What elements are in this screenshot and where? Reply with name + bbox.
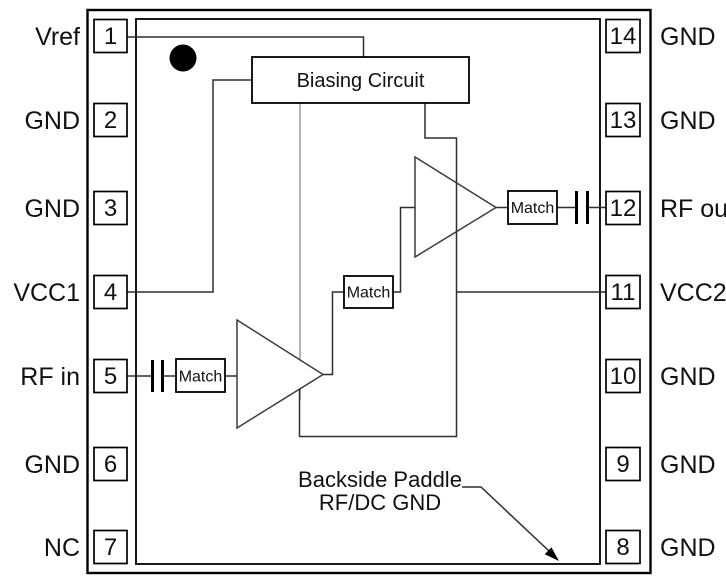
pin-label-vcc2: VCC2: [660, 279, 726, 307]
wire-vref-to-bias: [127, 36, 365, 57]
pin-box-8: [605, 529, 641, 565]
pin-label-gnd-6: GND: [24, 451, 80, 479]
pin-box-7: [93, 529, 128, 565]
input-coupling-capacitor: [151, 360, 164, 392]
output-match-block: [507, 190, 558, 225]
pin-number-6: 6: [104, 451, 117, 478]
wire-vcc1-to-bias: [127, 79, 252, 293]
pin-number-1: 1: [104, 23, 117, 50]
pin-box-9: [605, 446, 641, 482]
second-stage-amplifier: [414, 155, 498, 259]
pin-number-5: 5: [104, 363, 117, 390]
pin-box-14: [605, 18, 641, 54]
pin-number-4: 4: [104, 279, 117, 306]
pin-number-3: 3: [104, 195, 117, 222]
package-outline: [86, 8, 652, 575]
pin-label-gnd-14: GND: [660, 23, 716, 51]
input-match-label: Match: [179, 369, 223, 386]
pin-label-rf-out: RF out: [660, 195, 726, 223]
output-match-label: Match: [511, 200, 555, 217]
pin-number-12: 12: [610, 195, 637, 222]
pin-label-gnd-9: GND: [660, 451, 716, 479]
pin-number-13: 13: [610, 107, 637, 134]
pin-label-vcc1: VCC1: [13, 279, 80, 307]
interstage-match-label: Match: [347, 285, 391, 302]
pin-box-2: [93, 102, 128, 138]
pin-number-10: 10: [610, 363, 637, 390]
pin-number-11: 11: [611, 279, 636, 306]
pin-box-4: [93, 274, 128, 310]
pin-label-vref: Vref: [35, 23, 80, 51]
backside-paddle-annotation-line1: Backside Paddle: [298, 467, 462, 492]
annotation-leader-line: [462, 486, 550, 552]
input-match-block: [175, 358, 226, 393]
pin-label-gnd-8: GND: [660, 534, 716, 562]
pin-box-5: [93, 358, 128, 394]
backside-paddle-annotation-line2: RF/DC GND: [319, 490, 441, 515]
pin-label-gnd-2: GND: [24, 107, 80, 135]
pin-number-9: 9: [616, 451, 629, 478]
pin-box-11: [605, 274, 641, 310]
biasing-circuit-block: [251, 56, 470, 104]
wire-amp1-to-interstagematch: [323, 291, 344, 376]
pin1-indicator-dot: [169, 44, 197, 72]
pin-label-gnd-13: GND: [660, 107, 716, 135]
output-coupling-capacitor: [575, 191, 589, 224]
wire-bias-to-amp2-loop: [299, 103, 458, 438]
wire-interstagematch-to-amp2: [393, 206, 415, 293]
pin-number-2: 2: [104, 107, 117, 134]
pin-label-rf-in: RF in: [20, 363, 80, 391]
pin-box-12: [605, 190, 641, 226]
annotation-arrowhead: [544, 547, 559, 561]
pin-box-10: [605, 358, 641, 394]
pin-box-1: [93, 18, 128, 54]
pin-number-14: 14: [610, 23, 637, 50]
pin-box-3: [93, 190, 128, 226]
pin-label-gnd-3: GND: [24, 195, 80, 223]
first-stage-amplifier: [236, 318, 325, 430]
pin-box-13: [605, 102, 641, 138]
pin-number-8: 8: [616, 534, 629, 561]
pin-box-6: [93, 446, 128, 482]
interstage-match-block: [343, 275, 394, 309]
pin-label-nc: NC: [44, 534, 80, 562]
biasing-circuit-label: Biasing Circuit: [297, 70, 425, 92]
pin-number-7: 7: [104, 534, 117, 561]
pin-label-gnd-10: GND: [660, 363, 716, 391]
